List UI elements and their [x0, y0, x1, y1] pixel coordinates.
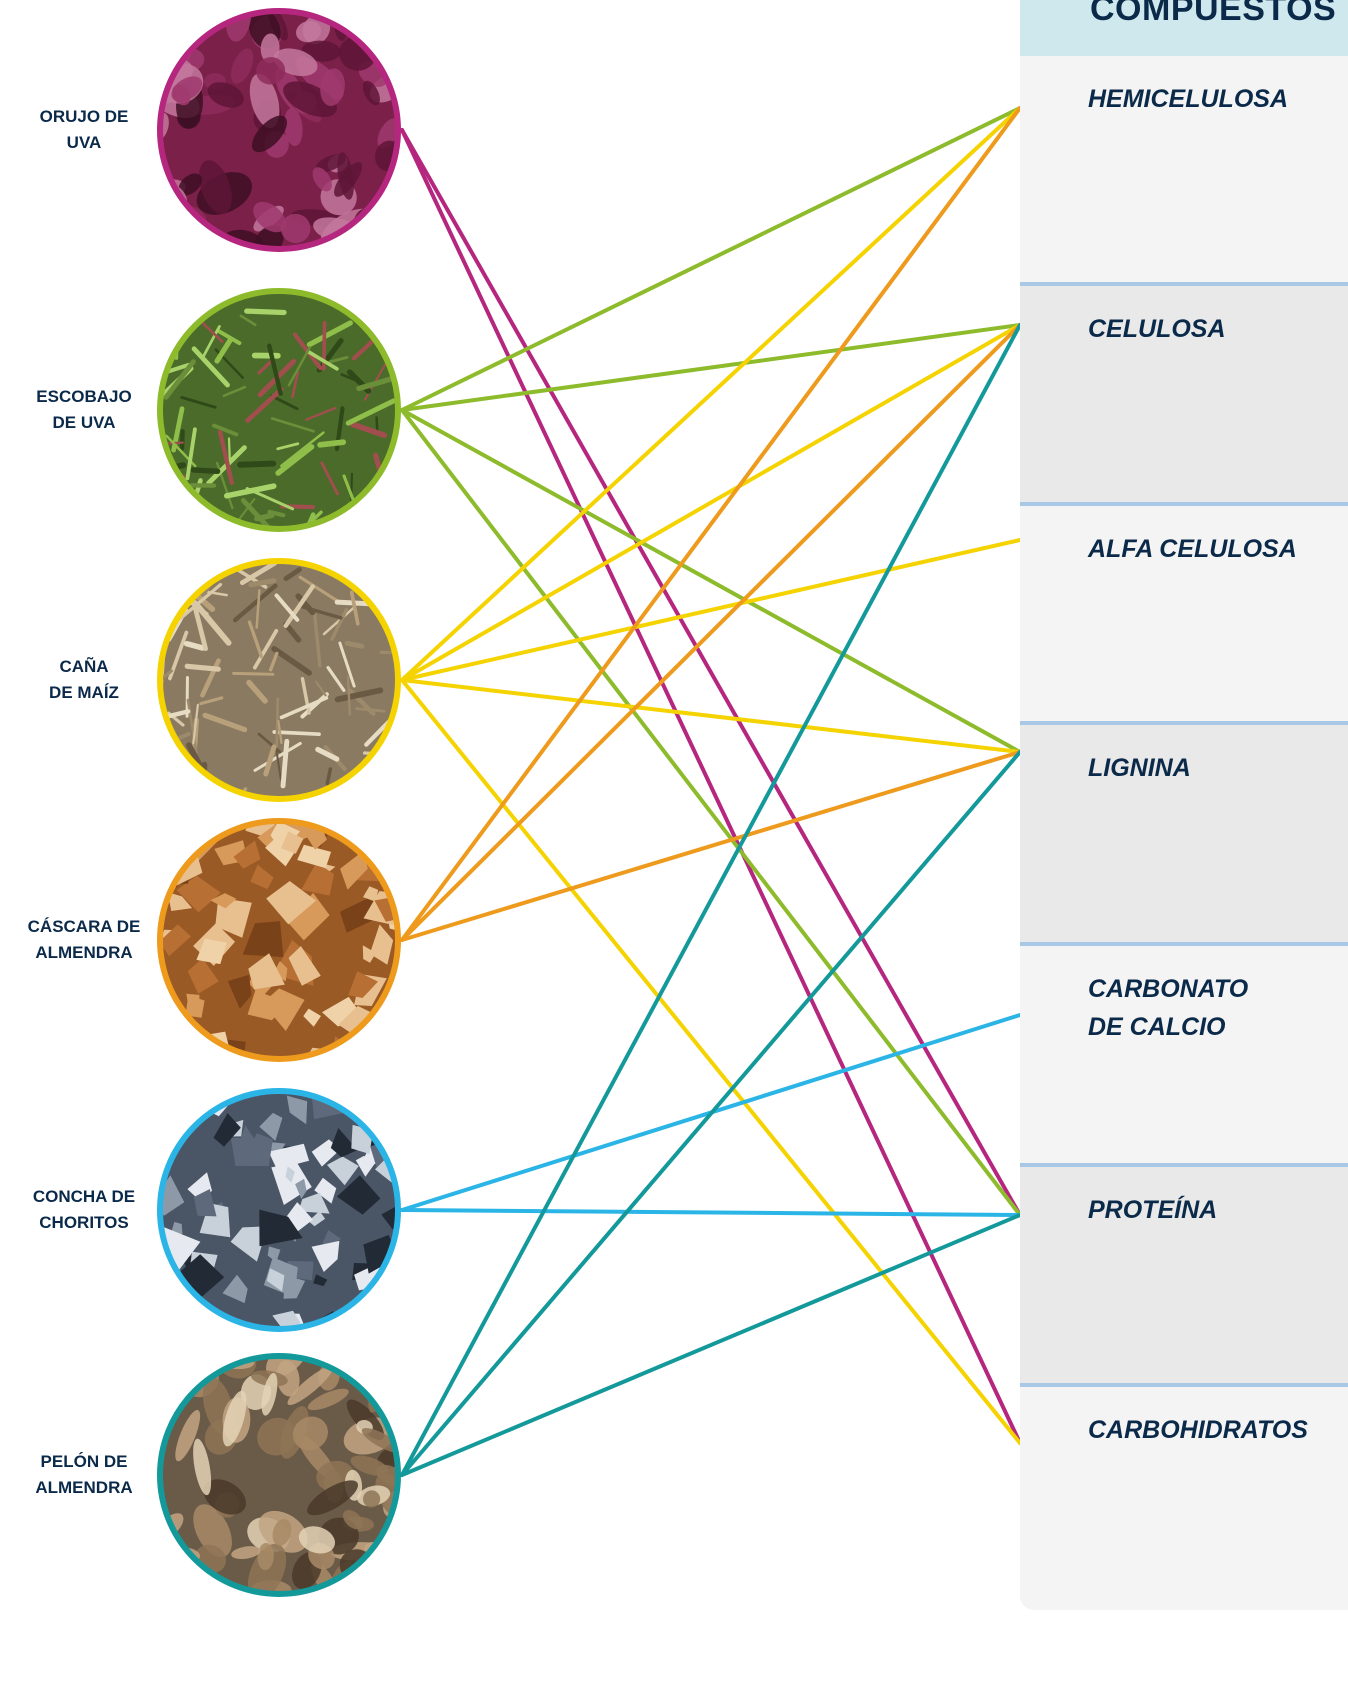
- compound-label-hemicelulosa: HEMICELULOSA: [1088, 80, 1288, 118]
- material-photo-pelon: [132, 1332, 416, 1610]
- link-cana-alfa: [402, 540, 1020, 680]
- material-label-cana: CAÑA DE MAÍZ: [14, 654, 154, 706]
- mussel-shell-photo: [147, 1073, 425, 1344]
- link-escobajo-lignina: [402, 410, 1020, 752]
- link-lines: [402, 108, 1020, 1475]
- material-photo-concha: [147, 1073, 425, 1344]
- compound-row-alfa: ALFA CELULOSA: [1020, 502, 1348, 721]
- material-photo-cana: [137, 561, 418, 827]
- material-label-escobajo: ESCOBAJO DE UVA: [14, 384, 154, 436]
- link-cana-celulosa: [402, 325, 1020, 680]
- link-escobajo-celulosa: [402, 325, 1020, 410]
- material-label-concha: CONCHA DE CHORITOS: [14, 1184, 154, 1236]
- compound-label-lignina: LIGNINA: [1088, 749, 1191, 787]
- compound-label-celulosa: CELULOSA: [1088, 310, 1226, 348]
- material-label-orujo: ORUJO DE UVA: [14, 104, 154, 156]
- compounds-header: COMPUESTOS: [1020, 0, 1348, 56]
- almond-shell-photo: [154, 803, 408, 1070]
- corn-stalk-photo: [137, 561, 418, 827]
- compound-label-carbonato: CARBONATO DE CALCIO: [1088, 970, 1248, 1046]
- material-photo-escobajo: [135, 291, 438, 558]
- compounds-title: COMPUESTOS: [1090, 0, 1336, 29]
- compound-label-proteina: PROTEÍNA: [1088, 1191, 1217, 1229]
- link-cana-hemicelulosa: [402, 108, 1020, 680]
- compound-row-carbohidratos: CARBOHIDRATOS: [1020, 1383, 1348, 1610]
- grape-pomace-photo: [136, 0, 410, 269]
- compound-row-carbonato: CARBONATO DE CALCIO: [1020, 942, 1348, 1163]
- grape-stem-photo: [135, 291, 438, 558]
- material-photo-orujo: [136, 0, 410, 269]
- material-circles: [132, 0, 437, 1610]
- link-pelon-lignina: [402, 752, 1020, 1475]
- almond-hull-photo: [132, 1332, 416, 1610]
- compound-row-celulosa: CELULOSA: [1020, 282, 1348, 502]
- compound-row-proteina: PROTEÍNA: [1020, 1163, 1348, 1383]
- material-label-pelon: PELÓN DE ALMENDRA: [14, 1449, 154, 1501]
- link-pelon-celulosa: [402, 325, 1020, 1475]
- link-orujo-proteina: [402, 130, 1020, 1215]
- compound-row-hemicelulosa: HEMICELULOSA: [1020, 56, 1348, 282]
- link-orujo-carbohidratos: [402, 130, 1020, 1443]
- compound-label-alfa: ALFA CELULOSA: [1088, 530, 1297, 568]
- link-escobajo-hemicelulosa: [402, 108, 1020, 410]
- link-cana-lignina: [402, 680, 1020, 752]
- material-label-cascara: CÁSCARA DE ALMENDRA: [14, 914, 154, 966]
- compound-row-lignina: LIGNINA: [1020, 721, 1348, 942]
- link-pelon-proteina: [402, 1215, 1020, 1475]
- material-photo-cascara: [154, 803, 408, 1070]
- link-cana-carbohidratos: [402, 680, 1020, 1443]
- link-concha-proteina: [402, 1210, 1020, 1215]
- compound-label-carbohidratos: CARBOHIDRATOS: [1088, 1411, 1308, 1449]
